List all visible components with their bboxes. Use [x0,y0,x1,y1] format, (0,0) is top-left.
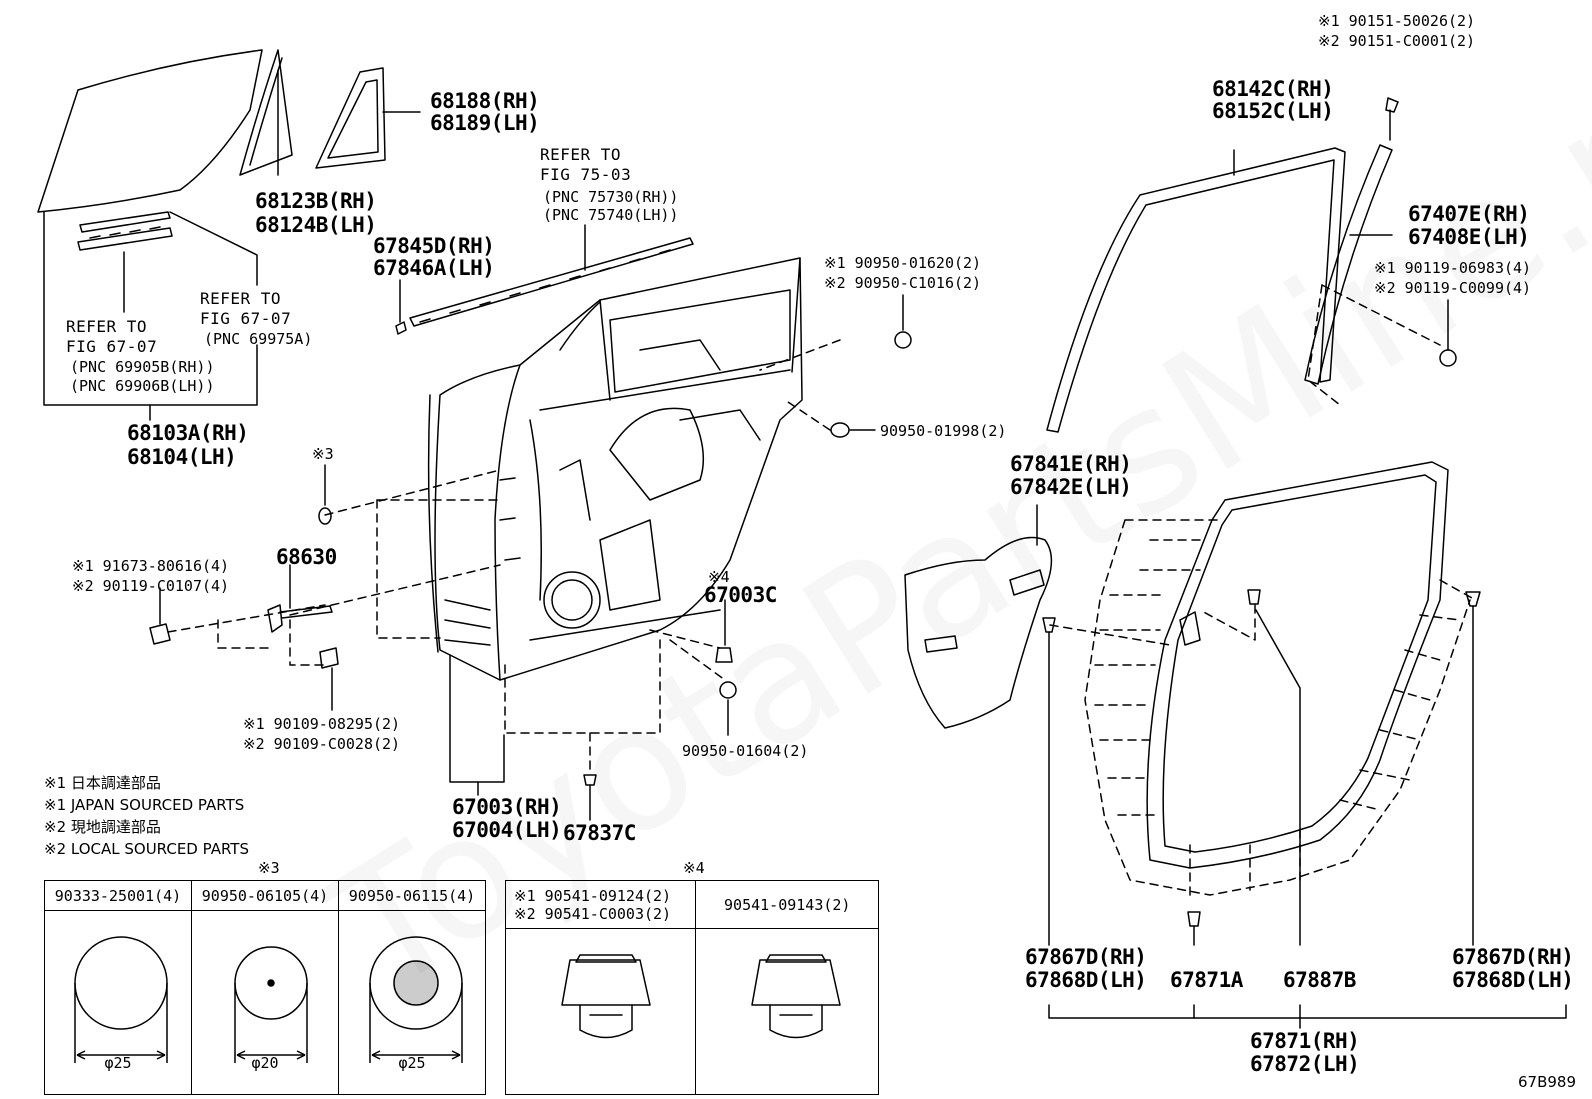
label-68188: 68188(RH) [430,89,540,113]
bolt-90109 [319,647,339,711]
table3-title: ※3 [258,859,280,877]
table4-part-1: 90541-09143(2) [695,880,879,929]
label-67003: 67003(RH) [452,795,562,819]
label-68189: 68189(LH) [430,111,540,135]
note-local-sourced-en: ※2 LOCAL SOURCED PARTS [44,840,249,858]
ref-fig-67-07b-line3: (PNC 69905B(RH)) [70,358,215,376]
clip-67867d-right [1465,591,1481,946]
label-68152c: 68152C(LH) [1212,99,1334,123]
label-68124b: 68124B(LH) [255,213,377,237]
label-67871a: 67871A [1170,968,1243,992]
label-68630: 68630 [276,545,337,569]
label-67867d-left: 67867D(RH) [1025,945,1147,969]
door-glass [37,49,263,213]
table-plugs: 90333-25001(4) 90950-06105(4) 90950-0611… [44,880,486,1095]
note-local-sourced-jp: ※2 現地調達部品 [44,818,161,836]
table3-header-0: 90333-25001(4) [44,880,192,911]
rear-door-panel [427,257,803,681]
table4-part-0-line2: ※2 90541-C0003(2) [514,904,672,923]
label-67868d-right: 67868D(LH) [1452,968,1574,992]
label-90151-50026: ※1 90151-50026(2) [1318,12,1476,30]
ref-fig-67-07a-line2: FIG 67-07 [200,309,292,328]
plug-3 [318,464,332,525]
label-67004: 67004(LH) [452,818,562,842]
clip-67845d [395,279,407,335]
grommet-01998 [830,422,876,438]
label-90950-01604: 90950-01604(2) [682,742,809,760]
ref-fig-75-03-line1: REFER TO [540,145,622,164]
clip-67837c [583,774,597,821]
label-91673-80616: ※1 91673-80616(4) [72,557,230,575]
label-67407e: 67407E(RH) [1408,202,1530,226]
table3-dim-1: φ20 [251,1054,279,1072]
clip-67887b [1247,589,1301,946]
ref-fig-75-03-line4: (PNC 75740(LH)) [543,206,679,224]
label-67887b: 67887B [1283,968,1356,992]
ref-fig-67-07b-line2: FIG 67-07 [66,337,158,356]
label-67871: 67871(RH) [1250,1029,1360,1053]
label-90950-c1016: ※2 90950-C1016(2) [824,274,982,292]
label-67842e: 67842E(LH) [1010,475,1132,499]
service-hole-cover [904,504,1053,729]
door-weatherstrip [1146,461,1449,869]
ref-fig-67-07b-line4: (PNC 69906B(LH)) [70,377,215,395]
label-90109-c0028: ※2 90109-C0028(2) [243,735,401,753]
label-68142c: 68142C(RH) [1212,77,1334,101]
ref-fig-67-07a-line3: (PNC 69975A) [204,330,313,348]
label-68104: 68104(LH) [127,445,237,469]
label-90151-c0001: ※2 90151-C0001(2) [1318,32,1476,50]
ref-fig-75-03-line3: (PNC 75730(RH)) [543,188,679,206]
label-67867d-right: 67867D(RH) [1452,945,1574,969]
grommet-01620 [894,294,912,349]
bolt-91673 [149,587,171,645]
clip-67871a [1187,911,1201,946]
division-bar-seal [1304,97,1399,385]
label-68123b: 68123B(RH) [255,189,377,213]
label-67841e: 67841E(RH) [1010,452,1132,476]
table3-dim-2: φ25 [398,1054,426,1072]
label-67408e: 67408E(LH) [1408,225,1530,249]
outer-belt-molding [409,224,694,327]
table3-dim-0: φ25 [104,1054,132,1072]
label-68103a: 68103A(RH) [127,421,249,445]
label-mark-3: ※3 [312,445,334,463]
ref-fig-67-07a-line1: REFER TO [200,289,282,308]
bolt-90119 [1439,299,1457,367]
label-67003c: 67003C [704,583,777,607]
label-mark-4: ※4 [708,568,730,586]
label-67837c: 67837C [563,821,636,845]
label-67872: 67872(LH) [1250,1052,1360,1076]
label-90119-c0107: ※2 90119-C0107(4) [72,577,230,595]
clip-67867d-left [1042,617,1056,946]
note-japan-sourced-en: ※1 JAPAN SOURCED PARTS [44,796,245,814]
belt-weatherstrips [77,211,173,251]
label-67845d: 67845D(RH) [373,234,495,258]
plug-01604 [719,681,737,736]
table4-part-0-line1: ※1 90541-09124(2) [514,886,672,905]
label-90119-06983: ※1 90119-06983(4) [1374,259,1532,277]
table3-header-2: 90950-06115(4) [338,880,486,911]
table-clips: ※1 90541-09124(2) ※2 90541-C0003(2) 9054… [504,880,879,1095]
ref-fig-67-07b-line1: REFER TO [66,317,148,336]
note-japan-sourced-jp: ※1 日本調達部品 [44,774,161,792]
table3-header-1: 90950-06105(4) [191,880,339,911]
figure-code: 67B989 [1517,1073,1576,1091]
door-frame-weatherstrip [1046,147,1346,433]
label-90950-01620: ※1 90950-01620(2) [824,254,982,272]
quarter-weatherstrip [315,67,421,169]
ref-fig-75-03-line2: FIG 75-03 [540,165,632,184]
table4-title: ※4 [683,859,705,877]
clip-67003c [715,599,733,663]
label-90109-08295: ※1 90109-08295(2) [243,715,401,733]
label-90950-01998: 90950-01998(2) [880,422,1007,440]
hinge-68630 [267,564,333,633]
label-67868d-left: 67868D(LH) [1025,968,1147,992]
label-67846a: 67846A(LH) [373,256,495,280]
label-90119-c0099: ※2 90119-C0099(4) [1374,279,1532,297]
